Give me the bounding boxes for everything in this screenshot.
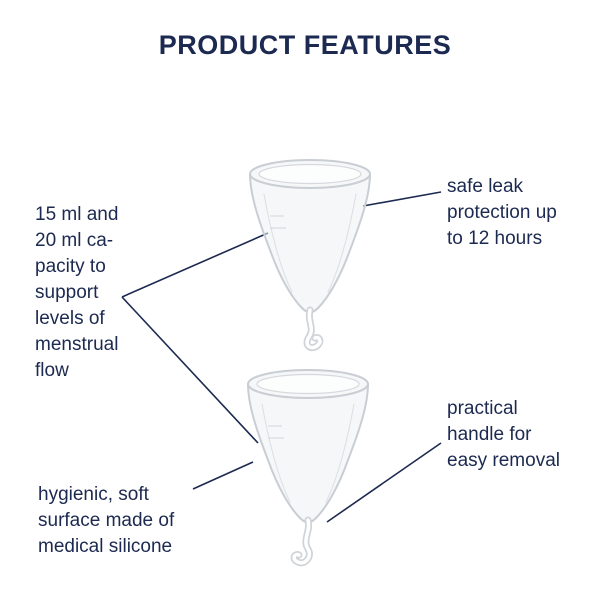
label-leak-protection: safe leak protection up to 12 hours (447, 176, 557, 249)
connector-capacity-to-top-cup (121, 232, 269, 298)
connector-surface-to-bottom-cup (192, 461, 254, 490)
page-title: PRODUCT FEATURES (158, 30, 452, 60)
connector-handle-to-bottom-cup (326, 442, 442, 523)
label-capacity: 15 ml and 20 ml ca- pacity to support le… (35, 204, 119, 381)
cup-body-right-outline (317, 173, 371, 309)
cup-body-right-outline (315, 383, 369, 519)
connector-capacity-to-bottom-cup (121, 296, 259, 444)
cup-body-left-outline (249, 173, 303, 309)
cup-body-left-outline (247, 383, 301, 519)
menstrual-cup-top-illustration (249, 159, 371, 352)
label-practical-handle: practical handle for easy removal (447, 398, 560, 471)
label-surface-material: hygienic, soft surface made of medical s… (38, 484, 175, 557)
connector-lines (121, 191, 442, 523)
connector-leak-to-top-cup (362, 191, 442, 207)
menstrual-cup-bottom-illustration (247, 369, 369, 567)
